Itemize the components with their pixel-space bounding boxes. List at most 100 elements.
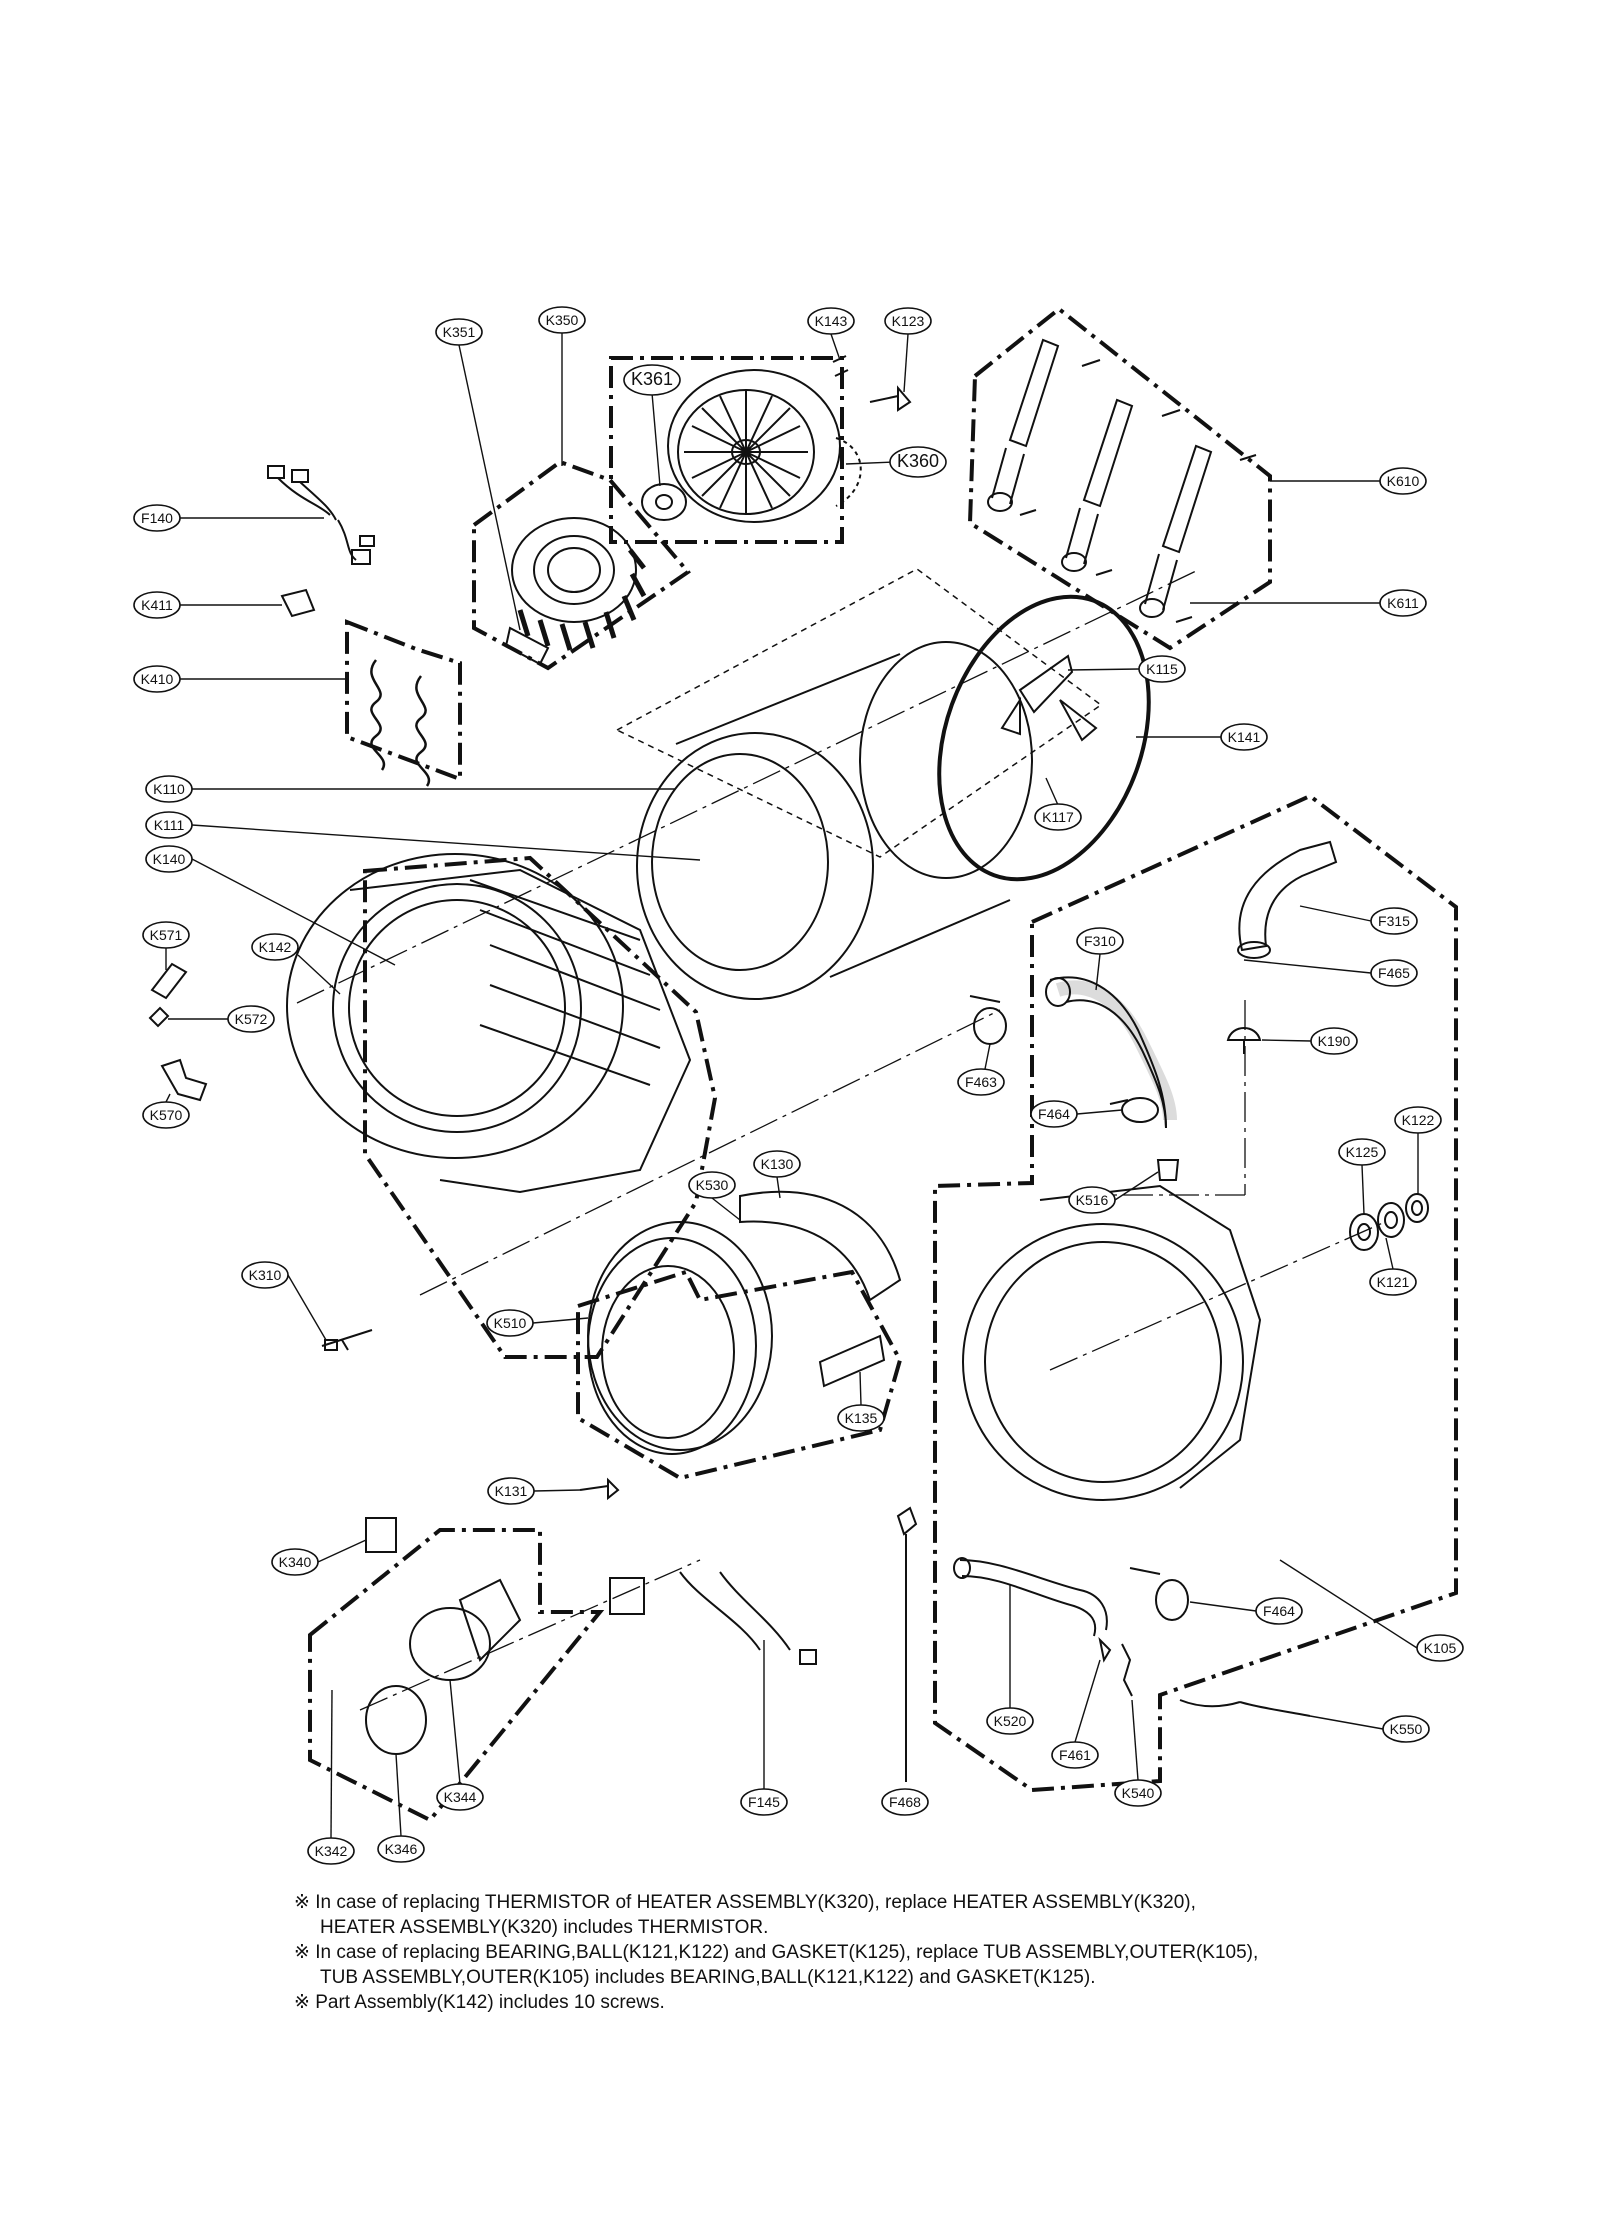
callout-text: K141 (1228, 729, 1261, 745)
callout-k135: K135 (837, 1404, 885, 1432)
note-line: ※ Part Assembly(K142) includes 10 screws… (294, 1992, 665, 2013)
callout-k117: K117 (1034, 803, 1082, 831)
callout-oval (377, 1835, 425, 1863)
callout-text: K190 (1318, 1033, 1351, 1049)
callout-text: K411 (141, 597, 173, 613)
callout-text: F465 (1378, 965, 1410, 981)
callout-f463: F463 (957, 1068, 1005, 1096)
drum-part (636, 641, 1033, 1000)
callout-text: K310 (249, 1267, 282, 1283)
callout-f464b: F464 (1255, 1597, 1303, 1625)
callout-text: F140 (141, 510, 173, 526)
callout-k411: K411 (133, 591, 181, 619)
stator-part (504, 517, 647, 666)
rotor-bolts (832, 355, 912, 412)
callout-text: K516 (1076, 1192, 1109, 1208)
callout-k340: K340 (271, 1548, 319, 1576)
callout-oval (807, 307, 855, 335)
callout-oval (740, 1788, 788, 1816)
hose-f315 (1237, 840, 1338, 959)
callout-oval (1220, 723, 1268, 751)
callout-text: K346 (385, 1841, 418, 1857)
callout-f468: F468 (881, 1788, 929, 1816)
callout-k550: K550 (1382, 1715, 1430, 1743)
callout-oval (251, 933, 299, 961)
clamp-f463 (969, 995, 1007, 1045)
callout-oval (1382, 1715, 1430, 1743)
callout-oval (1114, 1779, 1162, 1807)
callout-k111: K111 (145, 811, 193, 839)
callout-text: K540 (1122, 1785, 1155, 1801)
callout-k125: K125 (1338, 1138, 1386, 1166)
callout-k572: K572 (227, 1005, 275, 1033)
callout-text: K361 (631, 369, 673, 389)
callout-k140: K140 (145, 845, 193, 873)
rotor-group-outline (609, 356, 844, 544)
callout-k571: K571 (142, 921, 190, 949)
spring-group-outline (345, 619, 462, 782)
callout-k410: K410 (133, 665, 181, 693)
callout-text: K110 (153, 781, 185, 797)
callout-f140: F140 (133, 504, 181, 532)
callout-k141: K141 (1220, 723, 1268, 751)
callout-oval (889, 446, 947, 478)
callout-k610: K610 (1379, 467, 1427, 495)
valve-k190 (1226, 1027, 1262, 1054)
callout-text: F468 (889, 1794, 921, 1810)
pump-assembly (365, 1517, 817, 1755)
callout-oval (307, 1837, 355, 1865)
callout-oval (957, 1068, 1005, 1096)
callout-oval (1051, 1741, 1099, 1769)
callout-text: F463 (965, 1074, 997, 1090)
callout-oval (1416, 1634, 1464, 1662)
callout-text: K550 (1390, 1721, 1423, 1737)
hose-f310 (1045, 976, 1177, 1129)
callout-oval (1379, 589, 1427, 617)
notes: ※ In case of replacing THERMISTOR of HEA… (294, 1890, 1494, 2015)
callout-text: K340 (279, 1554, 312, 1570)
callout-oval (1310, 1027, 1358, 1055)
callout-text: K360 (897, 451, 939, 471)
callout-text: K143 (815, 313, 848, 329)
callout-oval (227, 1005, 275, 1033)
spider-part (1000, 654, 1098, 742)
callout-k350: K350 (538, 306, 586, 334)
callout-oval (142, 921, 190, 949)
pump-group-outline (308, 1528, 605, 1823)
bolt-k131 (579, 1477, 620, 1501)
callout-k122: K122 (1394, 1106, 1442, 1134)
callout-k121: K121 (1369, 1268, 1417, 1296)
callout-text: K111 (154, 817, 185, 833)
callout-oval (986, 1707, 1034, 1735)
callout-k310: K310 (241, 1261, 289, 1289)
callout-oval (881, 1788, 929, 1816)
callout-oval (1034, 803, 1082, 831)
callout-text: K130 (761, 1156, 794, 1172)
callout-text: K105 (1424, 1640, 1457, 1656)
callout-text: K530 (696, 1177, 729, 1193)
callout-text: K125 (1346, 1144, 1379, 1160)
springs-part (370, 659, 431, 787)
callout-text: K510 (494, 1315, 527, 1331)
callout-f145: F145 (740, 1788, 788, 1816)
callout-oval (538, 306, 586, 334)
callout-text: K142 (259, 939, 292, 955)
callout-oval (486, 1309, 534, 1337)
callout-text: K610 (1387, 473, 1420, 489)
center-lines (296, 570, 1386, 1711)
callout-k344: K344 (436, 1783, 484, 1811)
dampers-part (987, 338, 1257, 623)
callout-oval (1030, 1100, 1078, 1128)
rotor-stator-group-outline (472, 459, 691, 671)
callout-k142: K142 (251, 933, 299, 961)
tub-front-part (286, 853, 692, 1194)
seal-ring-k141 (937, 594, 1151, 882)
callout-oval (435, 318, 483, 346)
door-gasket-group-outline (576, 1269, 903, 1481)
callout-oval (145, 775, 193, 803)
callout-f461: F461 (1051, 1741, 1099, 1769)
callout-k123: K123 (884, 307, 932, 335)
callout-k130: K130 (753, 1150, 801, 1178)
callout-k540: K540 (1114, 1779, 1162, 1807)
